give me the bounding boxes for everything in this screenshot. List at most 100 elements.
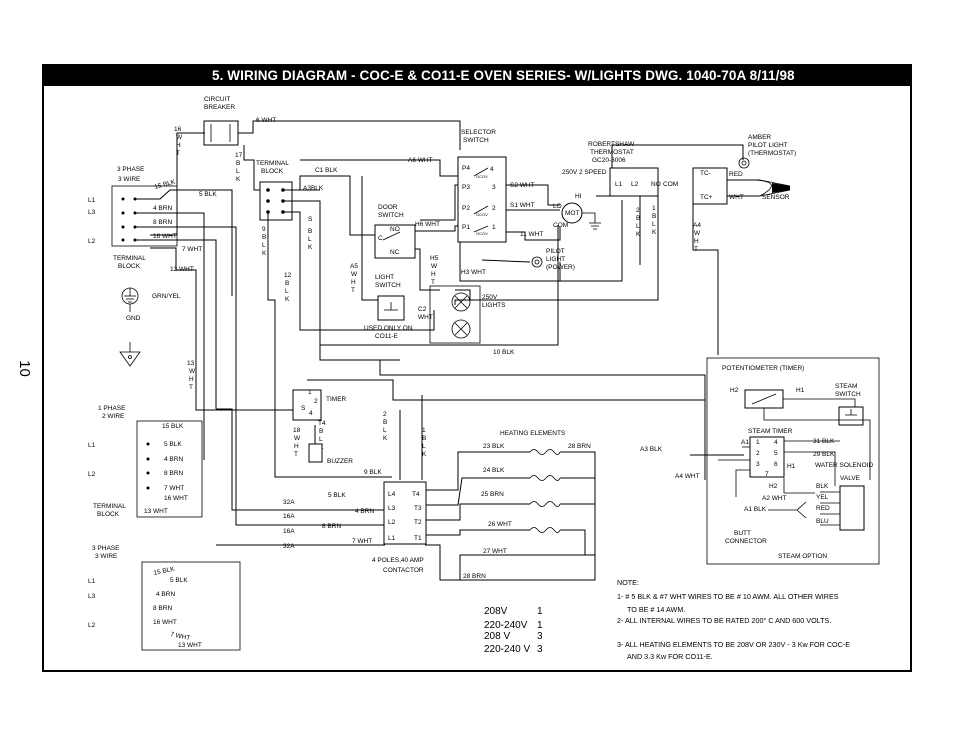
svg-text:A1 BLK: A1 BLK	[744, 506, 767, 513]
svg-text:H1: H1	[796, 387, 805, 394]
wire-label: S2 WHT	[510, 182, 535, 189]
svg-text:TIMER: TIMER	[326, 396, 347, 403]
svg-text:1: 1	[492, 224, 496, 231]
wire-label: 28 BRN	[568, 443, 591, 450]
legend-voltage: 208V	[484, 606, 508, 617]
legend-voltage: 220-240V	[484, 620, 528, 631]
note-item: AND 3.3 Kw FOR CO11-E.	[627, 652, 713, 661]
wire-label: 7 WHT	[182, 246, 202, 253]
svg-text:A1: A1	[741, 439, 749, 446]
svg-text:L1: L1	[388, 535, 396, 542]
wire-label: H3 WHT	[461, 269, 486, 276]
svg-text:T1: T1	[414, 535, 422, 542]
svg-text:L2: L2	[88, 622, 96, 629]
svg-text:T4: T4	[412, 491, 420, 498]
svg-text:1: 1	[308, 389, 312, 396]
diagram-frame	[42, 64, 912, 672]
wire-label: 24 BLK	[483, 467, 505, 474]
wire-label: RED	[729, 171, 743, 178]
svg-text:L3: L3	[88, 209, 96, 216]
wire-label: 26 WHT	[488, 521, 512, 528]
svg-text:H2: H2	[769, 483, 778, 490]
svg-text:L1: L1	[615, 181, 623, 188]
svg-text:STEAM TIMER: STEAM TIMER	[748, 428, 793, 435]
svg-text:8 BRN: 8 BRN	[164, 470, 183, 477]
svg-text:NC: NC	[390, 249, 400, 256]
svg-text:16 WHT: 16 WHT	[164, 495, 188, 502]
svg-text:C: C	[378, 235, 383, 242]
title-bar: 5. WIRING DIAGRAM - COC-E & CO11-E OVEN …	[44, 66, 910, 86]
svg-text:2: 2	[314, 398, 318, 405]
wire-label: 10 BLK	[493, 349, 515, 356]
svg-text:L1: L1	[88, 197, 96, 204]
wires	[135, 120, 760, 581]
svg-text:T2: T2	[414, 519, 422, 526]
svg-text:P2: P2	[462, 205, 470, 212]
svg-text:RED: RED	[816, 505, 830, 512]
svg-text:P3: P3	[462, 184, 470, 191]
svg-text:T3: T3	[414, 505, 422, 512]
svg-text:15 BLK: 15 BLK	[162, 423, 184, 430]
svg-text:32A: 32A	[283, 499, 295, 506]
note-item: 3- ALL HEATING ELEMENTS TO BE 208V OR 23…	[617, 640, 850, 649]
svg-text:GCOV: GCOV	[476, 231, 488, 236]
wire-label: 15 BLK	[154, 178, 177, 190]
svg-text:15 BLK: 15 BLK	[153, 566, 176, 577]
svg-text:L2: L2	[88, 238, 96, 245]
svg-text:8 BRN: 8 BRN	[153, 605, 172, 612]
page-title: 5. WIRING DIAGRAM - COC-E & CO11-E OVEN …	[212, 68, 795, 83]
wire-label: 23 BLK	[483, 443, 505, 450]
timer: 1 2 S 4 TIMER	[292, 389, 347, 421]
wire-label: 4 BRN	[355, 508, 374, 515]
svg-text:POTENTIOMETER (TIMER): POTENTIOMETER (TIMER)	[722, 365, 804, 372]
wire-label: C1 BLK	[315, 167, 338, 174]
svg-text:4 BRN: 4 BRN	[156, 591, 175, 598]
svg-text:13 WHT: 13 WHT	[178, 642, 202, 649]
svg-text:HEATING ELEMENTS: HEATING ELEMENTS	[500, 430, 566, 437]
ground-symbol: GND GRN/YEL	[119, 287, 181, 367]
svg-text:29 BLK: 29 BLK	[813, 451, 835, 458]
svg-text:13 WHT: 13 WHT	[144, 508, 168, 515]
svg-text:2: 2	[492, 205, 496, 212]
legend-phase: 3	[537, 644, 543, 655]
svg-text:31 BLK: 31 BLK	[813, 438, 835, 445]
svg-text:L4: L4	[388, 491, 396, 498]
note-item: TO BE # 14 AWM.	[627, 605, 685, 614]
wire-label: 7 WHT	[352, 538, 372, 545]
sensor-label: SENSOR	[762, 194, 790, 201]
wire-label: 8 BRN	[153, 219, 172, 226]
svg-text:L1: L1	[88, 442, 96, 449]
svg-text:S: S	[301, 405, 306, 412]
wire-label: 9 BLK	[364, 469, 382, 476]
wire-label: 8 BRN	[322, 523, 341, 530]
svg-text:5 BLK: 5 BLK	[170, 577, 188, 584]
svg-text:P4: P4	[462, 165, 470, 172]
wire-label: A4 WHT	[675, 473, 700, 480]
heating-elements: HEATING ELEMENTS	[500, 430, 566, 533]
svg-text:7: 7	[765, 471, 769, 478]
svg-text:5 BLK: 5 BLK	[164, 441, 182, 448]
svg-text:3: 3	[492, 184, 496, 191]
